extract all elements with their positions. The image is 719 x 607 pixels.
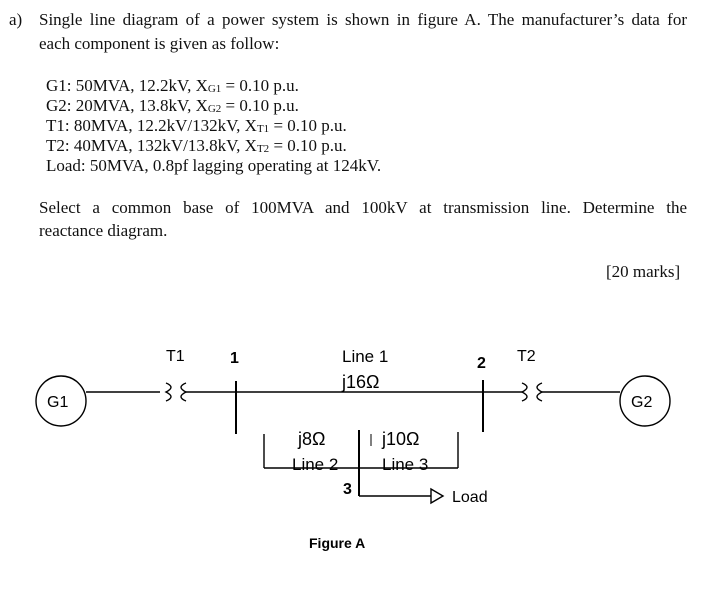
bus-1-label: 1 — [230, 350, 239, 367]
t1-primary-coil — [164, 382, 172, 402]
t2-label: T2 — [517, 348, 536, 365]
line-3-impedance: j10Ω — [381, 429, 419, 449]
line-1-impedance: j16Ω — [341, 372, 379, 392]
spec-t2: T2: 40MVA, 132kV/13.8kV, XT2 = 0.10 p.u. — [46, 136, 347, 155]
g1-label: G1 — [47, 394, 68, 411]
load-label: Load — [452, 489, 488, 506]
marks-label: [20 marks] — [606, 262, 681, 281]
spec-g1: G1: 50MVA, 12.2kV, XG1 = 0.10 p.u. — [46, 76, 299, 95]
t2-primary-coil — [520, 382, 528, 402]
line-1-name: Line 1 — [342, 347, 388, 366]
bus-3-label: 3 — [343, 481, 352, 498]
g1-generator-symbol — [35, 375, 87, 427]
question-marker: a) — [9, 10, 23, 29]
question-intro-line-2: each component is given as follow: — [39, 34, 280, 53]
t2-secondary-coil — [536, 382, 544, 402]
task-line-2: reactance diagram. — [39, 221, 168, 240]
line-2-name: Line 2 — [292, 455, 338, 474]
spec-load: Load: 50MVA, 0.8pf lagging operating at … — [46, 156, 382, 175]
spec-g2: G2: 20MVA, 13.8kV, XG2 = 0.10 p.u. — [46, 96, 299, 115]
line-3-name: Line 3 — [382, 455, 428, 474]
task-line-1: Select a common base of 100MVA and 100kV… — [39, 198, 687, 217]
bus-2-label: 2 — [477, 355, 486, 372]
spec-t1: T1: 80MVA, 12.2kV/132kV, XT1 = 0.10 p.u. — [46, 116, 347, 135]
figure-caption: Figure A — [309, 535, 365, 551]
load-arrow-icon — [430, 487, 445, 505]
line-2-impedance: j8Ω — [297, 429, 325, 449]
question-intro-line-1: Single line diagram of a power system is… — [39, 10, 687, 29]
g2-generator-symbol — [619, 375, 671, 427]
t1-secondary-coil — [180, 382, 188, 402]
t1-label: T1 — [166, 348, 185, 365]
g2-label: G2 — [631, 394, 652, 411]
